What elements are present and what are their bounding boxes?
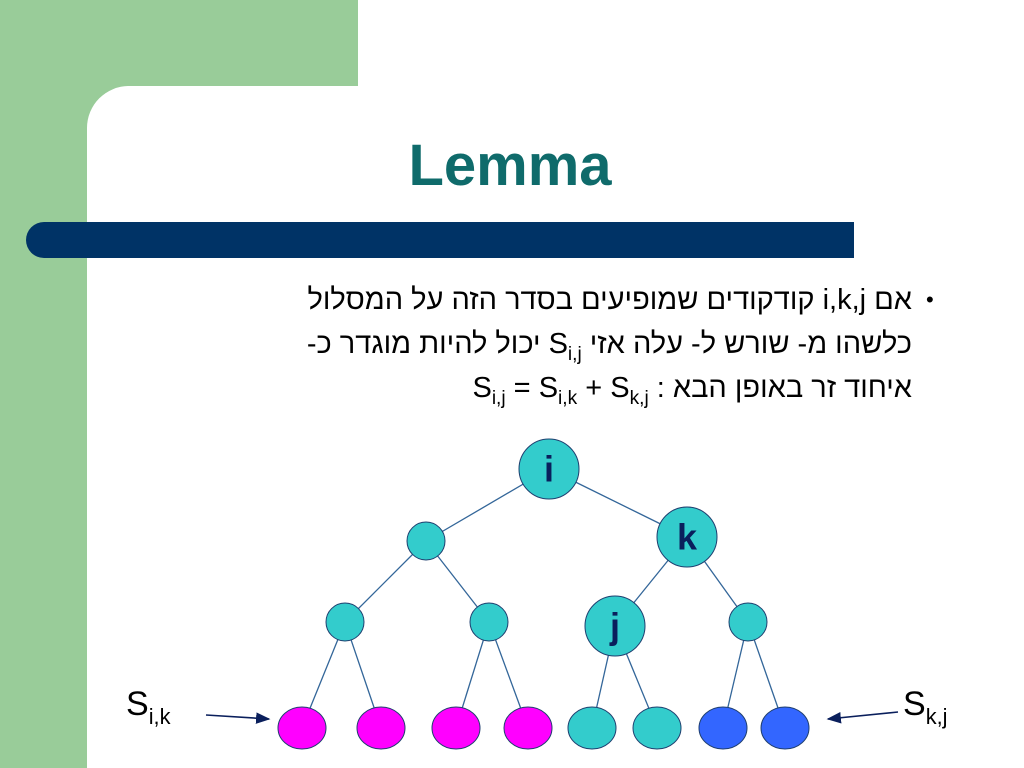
formula-set-2: S <box>538 372 559 404</box>
right-subset-subscript: k,j <box>925 704 948 729</box>
tree-node-leaf-3 <box>431 706 481 750</box>
body-line-2-text-start: כלשהו מ- שורש ל- עלה אזי <box>581 328 912 360</box>
body-line-2: כלשהו מ- שורש ל- עלה אזי Si,j יכול להיות… <box>100 322 912 366</box>
tree-node-leaf-1 <box>277 706 327 750</box>
title-underline-bar <box>26 222 854 258</box>
tree-node-leaf-6 <box>632 706 682 750</box>
right-arrow-icon <box>826 711 899 724</box>
body-line-3-text: איחוד זר באופן הבא : <box>648 372 912 404</box>
tree-node-l1-left <box>406 521 446 561</box>
tree-node-l2-c <box>584 595 646 657</box>
vertex-variables: i,k,j <box>822 284 867 316</box>
body-line-3: איחוד זר באופן הבא : Si,j = Si,k + Sk,j <box>100 366 912 410</box>
formula-subscript-1: i,j <box>491 388 506 409</box>
body-line-1-text-start: אם <box>866 284 912 316</box>
tree-node-label-k: k <box>677 517 698 558</box>
slide-title: Lemma <box>408 133 612 198</box>
tree-node-label-i: i <box>544 449 554 490</box>
set-subscript: i,j <box>567 344 582 365</box>
bullet-icon: • <box>926 287 934 312</box>
tree-node-l2-d <box>728 602 768 642</box>
left-subset-symbol: S <box>126 685 149 723</box>
tree-node-leaf-5 <box>567 706 617 750</box>
formula-equals: = <box>505 372 539 404</box>
body-line-2-text-end: יכול להיות מוגדר כ- <box>306 328 549 360</box>
content-panel <box>87 86 1024 768</box>
right-subset-label: Sk,j <box>903 684 947 727</box>
formula-set-3: S <box>610 372 630 404</box>
tree-node-leaf-7 <box>698 706 748 750</box>
body-paragraph: אם i,k,j קודקודים שמופיעים בסדר הזה על ה… <box>100 278 912 410</box>
background-green-strip <box>0 0 87 768</box>
tree-node-root <box>518 438 580 500</box>
tree-node-leaf-8 <box>760 706 810 750</box>
left-subset-subscript: i,k <box>148 704 171 729</box>
tree-node-l2-a <box>325 602 365 642</box>
tree-node-label-j: j <box>609 606 620 647</box>
tree-node-leaf-2 <box>356 706 406 750</box>
set-symbol: S <box>548 328 568 360</box>
tree-node-l2-b <box>469 602 509 642</box>
formula-plus: + <box>577 372 611 404</box>
tree-nodes: i k j <box>277 438 810 750</box>
tree-node-leaf-4 <box>503 706 553 750</box>
left-arrow-icon <box>205 712 271 724</box>
body-line-1-text-end: קודקודים שמופיעים בסדר הזה על המסלול <box>307 284 823 316</box>
tree-node-l1-right <box>656 506 718 568</box>
formula-subscript-3: k,j <box>629 388 649 409</box>
union-formula: Si,j = Si,k + Sk,j <box>472 372 648 408</box>
left-subset-label: Si,k <box>126 684 170 727</box>
set-s-ij: Si,j <box>548 328 582 364</box>
formula-subscript-2: i,k <box>558 388 578 409</box>
tree-edges <box>301 468 786 729</box>
body-line-1: אם i,k,j קודקודים שמופיעים בסדר הזה על ה… <box>100 278 912 322</box>
formula-set-1: S <box>472 372 492 404</box>
right-subset-symbol: S <box>903 685 926 723</box>
